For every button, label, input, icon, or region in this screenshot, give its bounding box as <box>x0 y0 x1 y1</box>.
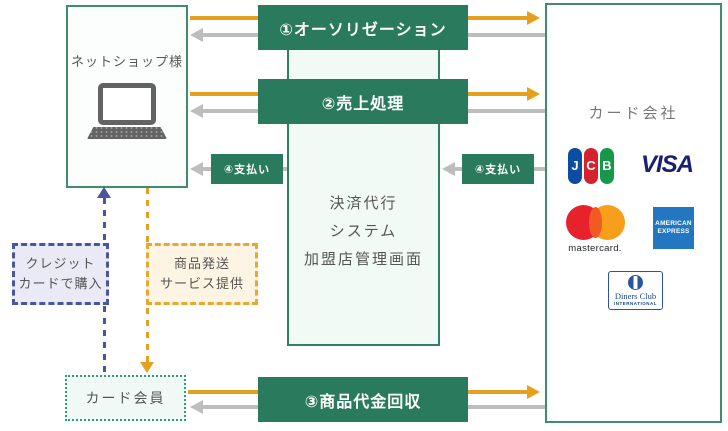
jcb-letter: J <box>571 158 579 173</box>
purchase-note-line: カードで購入 <box>18 276 103 291</box>
arrow-left-icon <box>442 162 455 176</box>
diners-club-logo: Diners Club INTERNATIONAL <box>608 271 663 310</box>
payment-system-line: システム <box>329 223 398 240</box>
card-member-label: カード会員 <box>85 390 166 406</box>
payment-system-line: 決済代行 <box>329 195 398 212</box>
jcb-logo: J C B <box>568 148 614 184</box>
arrow-right-icon <box>527 87 540 101</box>
amex-logo: AMERICAN EXPRESS <box>653 207 694 249</box>
mastercard-circles-icon <box>565 205 625 240</box>
payment-system-label: 決済代行 システム 加盟店管理画面 <box>289 190 438 274</box>
arrow-left-icon <box>190 162 203 176</box>
arrow-left-icon <box>190 400 203 414</box>
shipping-note-box: 商品発送 サービス提供 <box>146 243 258 305</box>
shipping-note-line: サービス提供 <box>159 276 244 291</box>
payment-system-box: 決済代行 システム 加盟店管理画面 <box>287 28 440 346</box>
mastercard-overlap <box>588 207 602 238</box>
banner-payment-collection: ③商品代金回収 <box>258 377 468 422</box>
jcb-stripe-blue <box>568 148 582 184</box>
amex-line: AMERICAN <box>655 220 692 227</box>
diners-wordmark: Diners Club <box>614 291 657 301</box>
purchase-note-line: クレジット <box>25 256 96 271</box>
jcb-stripe-red <box>584 148 598 184</box>
jcb-letter: B <box>602 158 612 173</box>
jcb-stripe-green <box>600 148 614 184</box>
laptop-keyboard-icon <box>87 127 167 139</box>
purchase-note-box: クレジット カードで購入 <box>12 243 109 305</box>
jcb-letter: C <box>586 158 596 173</box>
mastercard-wordmark: mastercard. <box>568 243 622 254</box>
arrow-right-icon <box>527 11 540 25</box>
laptop-icon <box>68 83 186 139</box>
arrow-right-icon <box>527 385 540 399</box>
card-company-label: カード会社 <box>588 105 679 122</box>
diners-ring-icon <box>628 275 643 290</box>
payment-system-line: 加盟店管理画面 <box>303 251 423 268</box>
laptop-screen-icon <box>98 83 156 125</box>
card-member-box: カード会員 <box>65 375 186 421</box>
diners-international: INTERNATIONAL <box>614 301 657 306</box>
shipping-note-line: 商品発送 <box>173 256 230 271</box>
arrow-up-icon <box>97 187 111 198</box>
mastercard-logo: mastercard. <box>565 205 625 254</box>
amex-line: EXPRESS <box>657 228 690 235</box>
visa-logo: VISA <box>641 151 694 178</box>
payment-label-right: ④支払い <box>462 154 534 184</box>
arrow-left-icon <box>190 104 203 118</box>
net-shop-label: ネットショップ様 <box>70 54 183 69</box>
card-company-box: カード会社 J C B VISA mastercard. AMERICAN EX… <box>545 3 722 423</box>
net-shop-box: ネットショップ様 <box>66 5 188 188</box>
arrow-down-icon <box>140 362 154 373</box>
payment-label-left: ④支払い <box>211 154 283 184</box>
arrow-left-icon <box>190 28 203 42</box>
banner-sales-processing: ②売上処理 <box>258 79 468 124</box>
banner-authorization: ①オーソリゼーション <box>258 5 468 50</box>
